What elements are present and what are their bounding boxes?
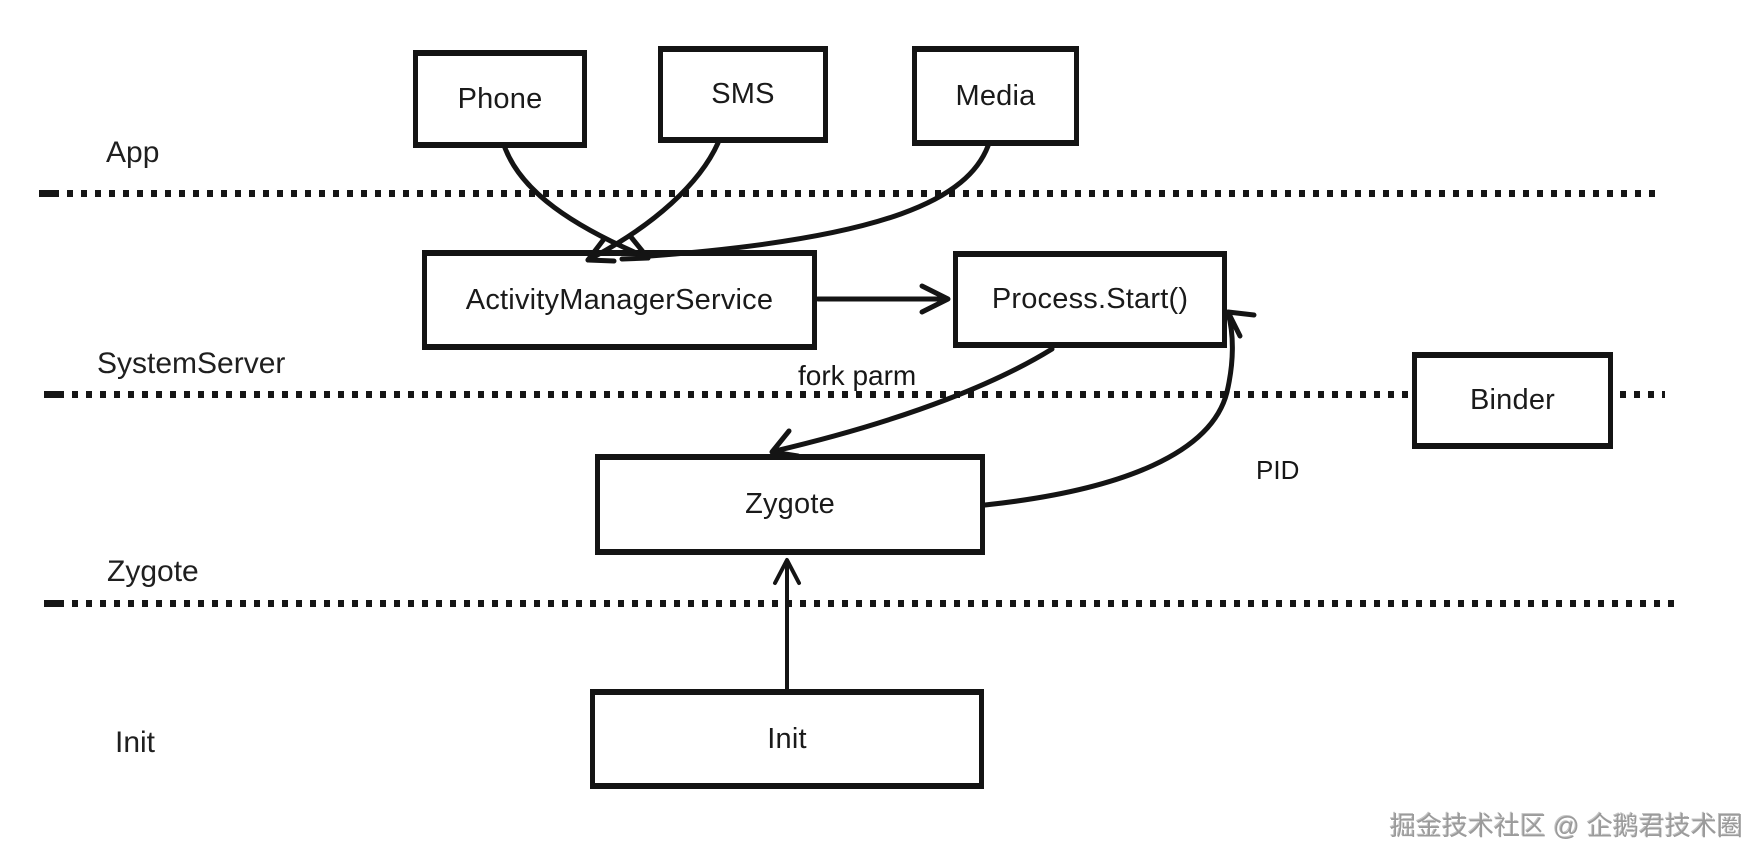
divider-zygote-init bbox=[44, 600, 1675, 607]
arrowhead-zygote-to-process-start-icon bbox=[1225, 309, 1257, 339]
divider-lead-dash bbox=[39, 190, 59, 197]
edge-phone-to-ams bbox=[502, 145, 651, 261]
node-init-label: Init bbox=[767, 722, 807, 755]
divider-systemserver-zygote-right-stub bbox=[1620, 391, 1665, 398]
arrowhead-ams-to-process-start-icon bbox=[919, 283, 951, 315]
edge-media-to-ams bbox=[647, 143, 991, 259]
divider-dots bbox=[72, 391, 1412, 398]
node-init: Init bbox=[590, 689, 984, 789]
node-activity-manager-service: ActivityManagerService bbox=[422, 250, 817, 350]
layer-label-init: Init bbox=[115, 726, 156, 759]
node-sms-label: SMS bbox=[711, 78, 775, 110]
node-zygote: Zygote bbox=[595, 454, 985, 555]
node-media-label: Media bbox=[955, 79, 1036, 112]
edge-label-pid: PID bbox=[1256, 455, 1300, 485]
divider-dots bbox=[72, 600, 1675, 607]
node-phone-label: Phone bbox=[457, 82, 543, 115]
arrowhead-process-start-to-zygote-icon bbox=[769, 428, 801, 459]
node-zygote-label: Zygote bbox=[745, 488, 835, 520]
edge-label-fork-parm: fork parm bbox=[798, 360, 917, 391]
edge-sms-to-ams bbox=[585, 140, 721, 263]
divider-dots bbox=[67, 190, 1657, 197]
watermark-text: 掘金技术社区 @ 企鹅君技术圈 bbox=[1390, 811, 1743, 841]
node-process-start: Process.Start() bbox=[953, 251, 1227, 348]
node-media: Media bbox=[912, 46, 1079, 146]
divider-lead-dash bbox=[44, 391, 64, 398]
node-process-start-label: Process.Start() bbox=[991, 283, 1189, 315]
node-phone: Phone bbox=[413, 50, 587, 148]
node-sms: SMS bbox=[658, 46, 828, 143]
arrowhead-init-to-zygote-icon bbox=[773, 558, 801, 585]
divider-dots bbox=[1620, 391, 1665, 398]
layer-label-app: App bbox=[106, 136, 160, 169]
divider-app-systemserver bbox=[39, 190, 1657, 197]
node-binder: Binder bbox=[1412, 352, 1613, 449]
node-binder-label: Binder bbox=[1469, 384, 1556, 416]
divider-lead-dash bbox=[44, 600, 64, 607]
node-activity-manager-service-label: ActivityManagerService bbox=[465, 283, 774, 316]
divider-systemserver-zygote bbox=[44, 391, 1412, 398]
layer-label-zygote: Zygote bbox=[107, 555, 199, 588]
layer-label-systemserver: SystemServer bbox=[97, 347, 286, 380]
